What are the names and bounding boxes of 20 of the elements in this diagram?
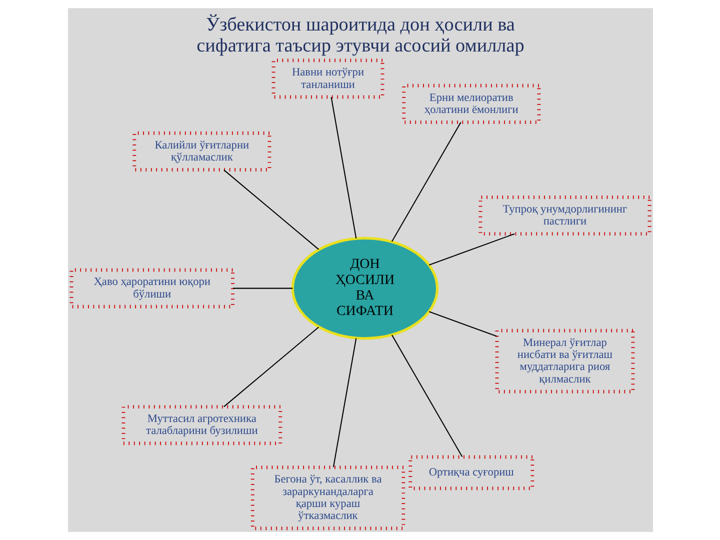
connector <box>332 338 356 468</box>
node-box: Навни нотўғри танланиши <box>271 58 384 99</box>
node-box: Калийли ўғитларни қўлламаслик <box>132 131 271 172</box>
node-box: Тупроқ унумдорлигининг пастлиги <box>478 195 651 236</box>
node-box: Ерни мелиоратив ҳолатини ёмонлиги <box>402 84 540 124</box>
connector <box>391 122 461 242</box>
connector <box>428 233 514 266</box>
diagram-title: Ўзбекистон шароитида дон ҳосили ва сифатига таъсир этувчи асосий омиллар <box>196 14 524 56</box>
node-box: Ҳаво ҳароратини юқори бўлиши <box>69 268 234 308</box>
connector <box>223 170 318 250</box>
node-box: Минерал ўғитлар нисбати ва ўғитлаш муддатларига риоя қилмаслик <box>494 328 634 394</box>
node-ellipse: ДОН ҲОСИЛИ ВА СИФАТИ <box>290 236 438 340</box>
connector <box>232 288 292 289</box>
connector <box>223 326 318 408</box>
connector <box>330 97 356 238</box>
connector <box>391 334 462 457</box>
connector <box>428 311 496 337</box>
node-box: Бегона ўт, касаллик ва зараркунандаларга қарши кураш ўтказмаслик <box>250 466 405 530</box>
node-box: Муттасил агротехника талабларини бузилиши <box>121 405 282 446</box>
node-box: Ортиқча суғориш <box>408 455 534 490</box>
